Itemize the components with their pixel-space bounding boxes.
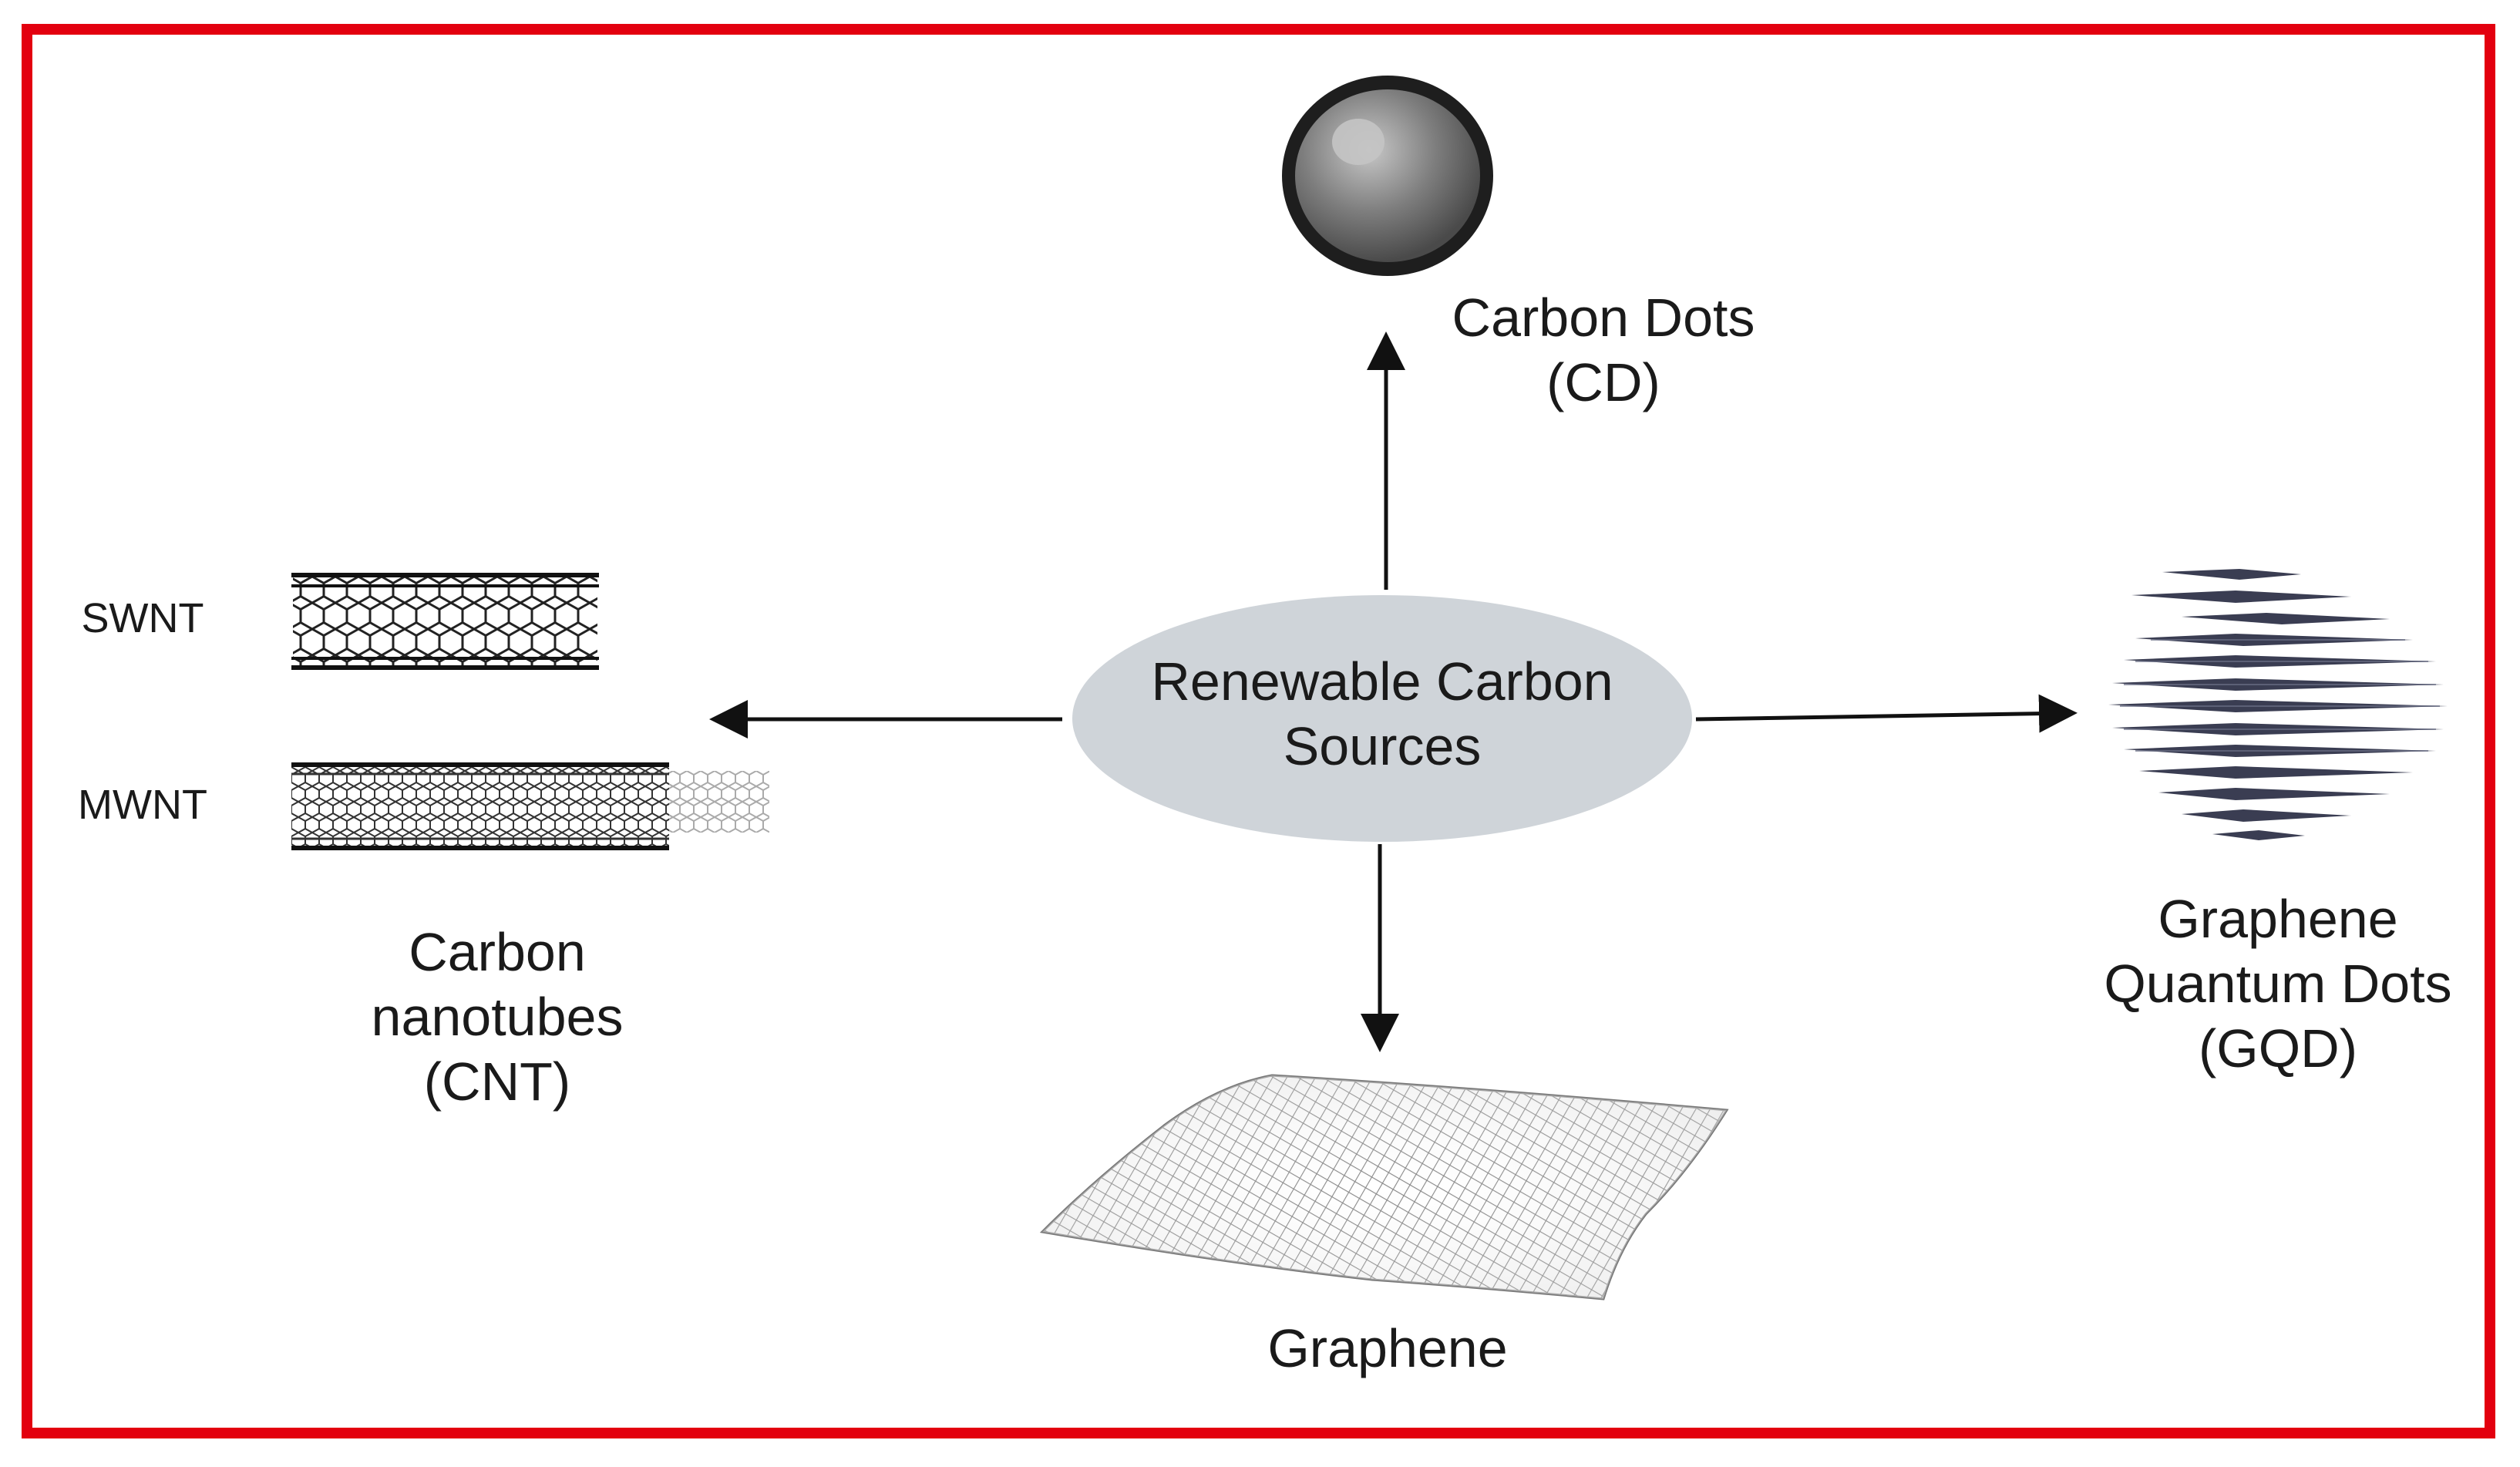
- cnt-label: Carbon nanotubes (CNT): [304, 920, 690, 1114]
- renewable-sources-ellipse: [1072, 595, 1692, 842]
- gqd-line1: Graphene: [2158, 889, 2398, 949]
- swnt-label: SWNT: [81, 595, 204, 641]
- swnt-tube-icon: [291, 573, 599, 670]
- sphere-icon: [1282, 76, 1493, 276]
- cnt-line3: (CNT): [423, 1051, 571, 1112]
- graphene-disc-icon: [2108, 569, 2448, 840]
- mwnt-tube-icon: [291, 762, 769, 850]
- cnt-line1: Carbon: [409, 922, 586, 982]
- carbon-dots-line2: (CD): [1546, 352, 1660, 412]
- gqd-label: Graphene Quantum Dots (GQD): [2047, 887, 2509, 1081]
- gqd-line3: (GQD): [2198, 1018, 2358, 1078]
- carbon-dots-line1: Carbon Dots: [1452, 288, 1755, 348]
- graphene-label: Graphene: [1267, 1318, 1508, 1378]
- center-label: Renewable Carbon Sources: [1074, 649, 1691, 779]
- arrow-right: [1695, 694, 2078, 733]
- cnt-line2: nanotubes: [371, 987, 624, 1047]
- mwnt-label: MWNT: [78, 782, 207, 828]
- gqd-line2: Quantum Dots: [2104, 954, 2452, 1014]
- carbon-dots-label: Carbon Dots (CD): [1411, 285, 1796, 415]
- center-label-line1: Renewable Carbon: [1151, 651, 1613, 712]
- graphene-sheet-icon: [1039, 1074, 1729, 1300]
- graphene-disc-texture: [2120, 639, 2440, 752]
- center-label-line2: Sources: [1283, 716, 1482, 776]
